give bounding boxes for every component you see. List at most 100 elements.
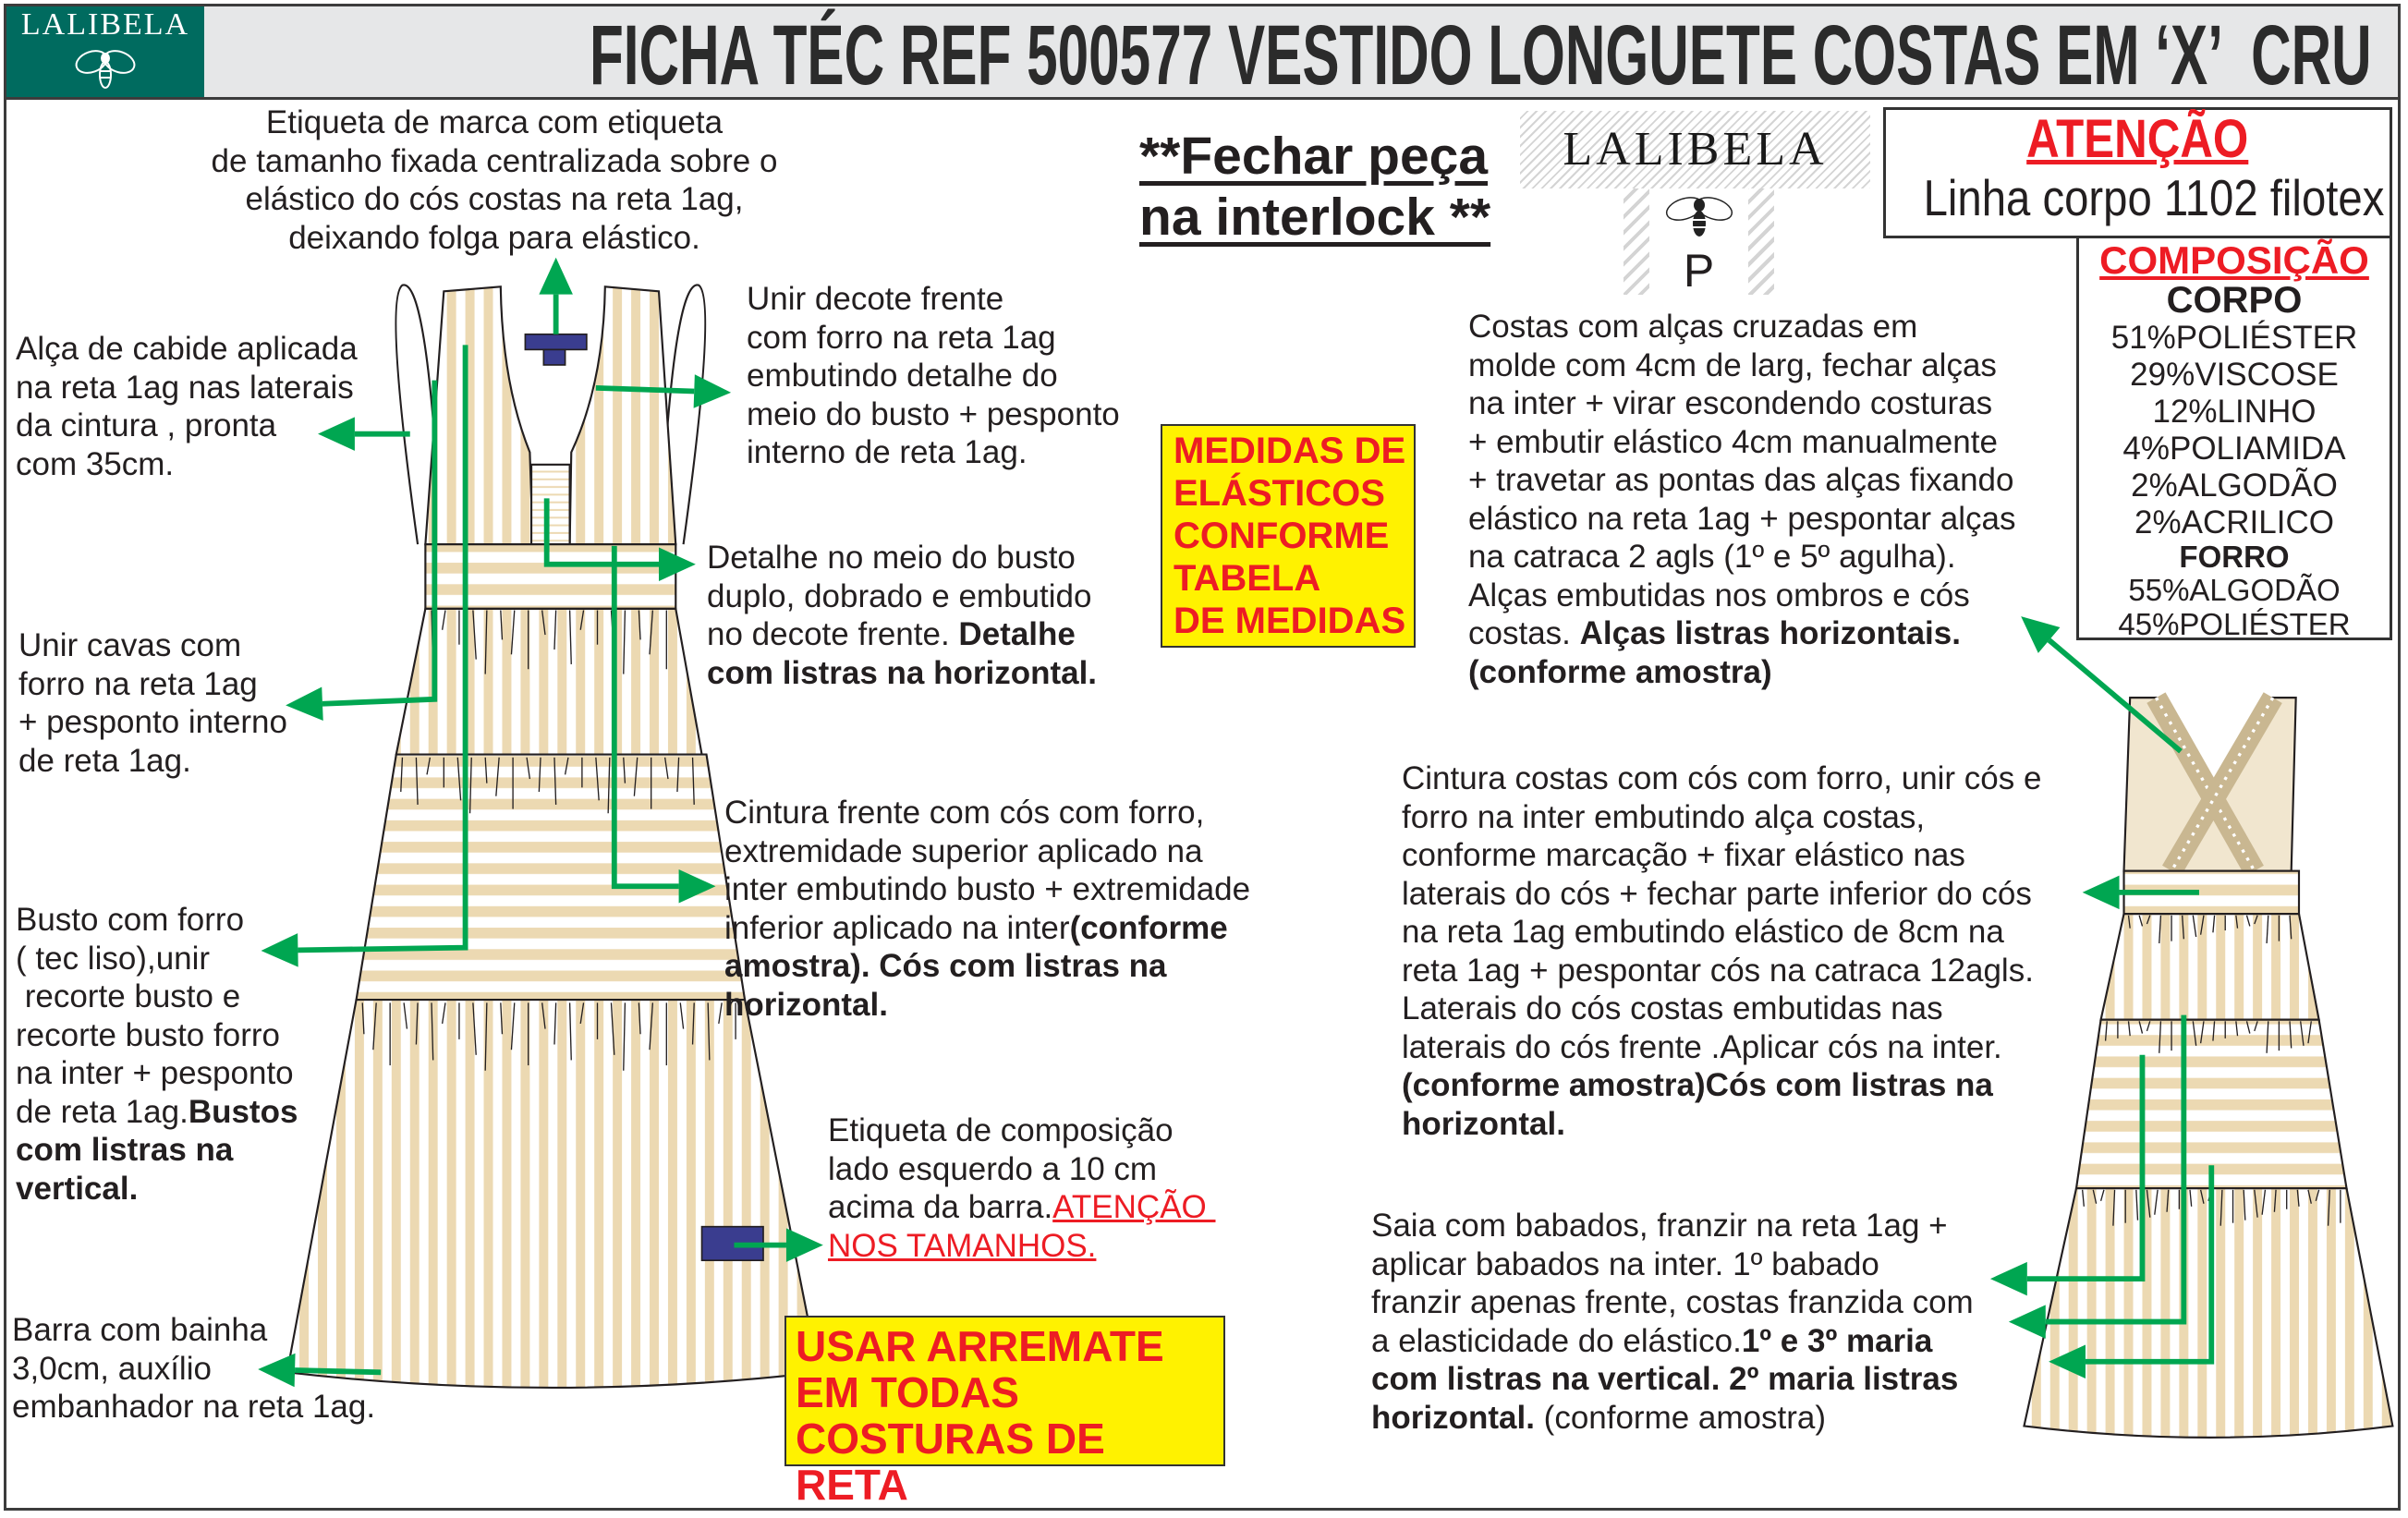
note-text: embanhador na reta 1ag. — [12, 1389, 376, 1425]
note-text: de reta 1ag. — [16, 1093, 189, 1130]
note-bust-lining: Busto com forro( tec liso),unir recorte … — [16, 901, 298, 1208]
interlock-note: **Fechar peça na interlock ** — [1139, 126, 1490, 248]
gather-mark — [623, 610, 626, 674]
gather-mark — [468, 757, 472, 814]
arrow-head — [785, 1228, 823, 1262]
callout-arrow — [611, 545, 716, 904]
note-text: conforme marcação + fixar elástico nas — [1402, 837, 1965, 873]
notice-line: MEDIDAS DE — [1174, 431, 1406, 471]
fiber-item: 2%ACRILICO — [2134, 504, 2334, 540]
callout-arrow — [543, 498, 696, 581]
note-text: Alça de cabide aplicada — [16, 331, 358, 367]
gather-mark — [2315, 1189, 2320, 1201]
gather-mark — [541, 1002, 546, 1029]
gather-mark — [2296, 1189, 2300, 1207]
arrow-line — [543, 498, 659, 567]
note-text: laterais do cós + fechar parte inferior … — [1402, 875, 2032, 912]
note-line: na reta 1ag embutindo elástico de 8cm na — [1402, 913, 2041, 952]
note-text: de tamanho fixada centralizada sobre o — [211, 142, 778, 179]
note-text: recorte busto e — [16, 978, 241, 1014]
gather-mark — [541, 610, 546, 636]
note-text: Etiqueta de composição — [828, 1112, 1174, 1148]
note-back-waist: Cintura costas com cós com forro, unir c… — [1402, 759, 2041, 1143]
gather-mark — [2146, 1189, 2151, 1218]
gather-mark — [2104, 1021, 2108, 1041]
arrow-line — [298, 345, 468, 953]
note-emphasis: com listras na — [16, 1132, 234, 1168]
gather-mark — [2192, 915, 2197, 938]
gather-mark — [707, 1002, 711, 1061]
note-line: laterais do cós + fechar parte inferior … — [1402, 875, 2041, 914]
note-front-waist: Cintura frente com cós com forro,extremi… — [724, 794, 1250, 1024]
callout-arrow — [2049, 1165, 2215, 1378]
gather-mark — [2219, 1189, 2223, 1226]
fiber-item: 45%POLIÉSTER — [2118, 607, 2351, 641]
note-line: Unir decote frente — [747, 280, 1120, 319]
arrow-head — [286, 686, 323, 722]
note-text: Cintura costas com cós com forro, unir c… — [1402, 760, 2042, 796]
gather-mark — [579, 1002, 585, 1025]
gather-mark — [441, 610, 446, 630]
gather-mark — [2154, 1189, 2159, 1215]
gather-mark — [2212, 915, 2216, 933]
note-text: extremidade superior aplicado na — [724, 832, 1203, 869]
gather-mark — [2092, 1189, 2098, 1204]
gather-mark — [431, 1002, 434, 1061]
note-line: embanhador na reta 1ag. — [12, 1388, 375, 1427]
note-line: Alças embutidas nos ombros e cós — [1468, 577, 2015, 615]
arrow-head — [2082, 875, 2120, 910]
note-line: inter embutindo busto + extremidade — [724, 870, 1250, 909]
note-text: meio do busto + pesponto — [747, 395, 1120, 432]
composition-heading: COMPOSIÇÃO — [2099, 238, 2369, 282]
note-text: Etiqueta de marca com etiqueta — [265, 104, 724, 140]
note-line: Etiqueta de marca com etiqueta — [185, 103, 804, 142]
gather-mark — [2127, 1021, 2131, 1037]
gather-mark — [426, 757, 432, 775]
note-line: Cintura costas com cós com forro, unir c… — [1402, 759, 2041, 798]
gather-mark — [2300, 1021, 2305, 1046]
note-text: Cintura frente com cós com forro, — [724, 795, 1205, 831]
back-tier-3 — [2023, 1187, 2394, 1439]
gather-mark — [372, 1002, 377, 1050]
fiber-item: 29%VISCOSE — [2130, 357, 2339, 393]
note-line: de reta 1ag.Bustos — [16, 1093, 298, 1132]
note-line: de reta 1ag. — [18, 742, 287, 781]
gather-mark — [484, 1002, 488, 1071]
note-text: recorte busto forro — [16, 1016, 280, 1053]
gather-mark — [649, 610, 654, 655]
gather-mark — [2273, 1189, 2277, 1212]
note-line: Unir cavas com — [18, 626, 287, 665]
note-line: a elasticidade do elástico.1º e 3º maria — [1371, 1322, 1974, 1361]
note-text: + travetar as pontas das alças fixando — [1468, 462, 2014, 498]
back-tier-1 — [2099, 913, 2320, 1021]
gather-mark — [2182, 915, 2185, 940]
gather-mark — [2245, 915, 2251, 927]
fiber-item: 55%ALGODÃO — [2128, 573, 2341, 607]
note-text: no decote frente. — [707, 616, 959, 652]
note-text: de reta 1ag. — [18, 742, 191, 779]
gather-mark — [633, 757, 638, 796]
gather-mark — [2235, 915, 2239, 929]
note-text: inferior aplicado na inter — [724, 909, 1070, 946]
note-text: acima da barra. — [828, 1189, 1053, 1225]
note-text: forro na reta 1ag — [18, 665, 258, 702]
brand-label-name: LALIBELA — [1563, 123, 1828, 176]
callout-arrow — [595, 374, 732, 408]
arrow-line — [2026, 1054, 2146, 1282]
gather-mark — [2307, 1189, 2312, 1204]
note-line: molde com 4cm de larg, fechar alças — [1468, 346, 2015, 385]
gather-mark — [484, 757, 488, 783]
header-bar — [4, 4, 2401, 100]
note-text: Busto com forro — [16, 902, 245, 938]
gather-mark — [679, 1002, 685, 1029]
note-text: Unir decote frente — [747, 281, 1004, 317]
note-text: costas. — [1468, 615, 1580, 651]
back-tier-2 — [2074, 1018, 2348, 1190]
gather-mark — [610, 1002, 615, 1055]
note-line: com forro na reta 1ag — [747, 319, 1120, 358]
gather-mark — [663, 757, 669, 780]
gather-mark — [2159, 1021, 2162, 1053]
note-line: duplo, dobrado e embutido — [707, 577, 1097, 616]
